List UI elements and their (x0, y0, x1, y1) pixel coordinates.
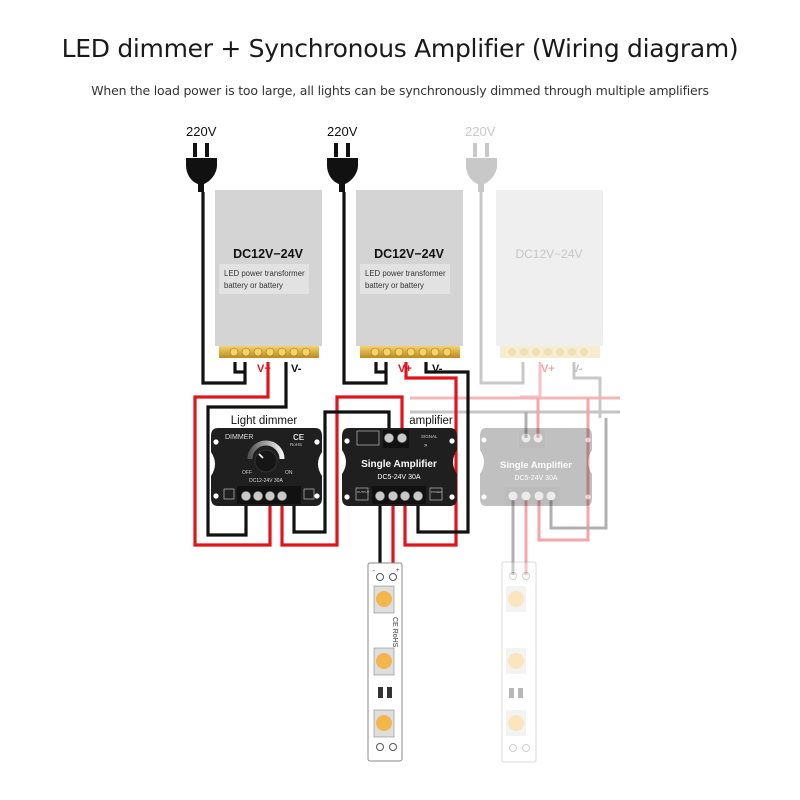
amp1-caption: amplifier (409, 415, 453, 427)
faded-plug-3: 220V (465, 124, 497, 192)
psu2-voltage: DC12V−24V (374, 247, 444, 261)
plug-2: 220V (327, 124, 358, 192)
plug-1: 220V (186, 124, 217, 192)
psu3-voltage: DC12V−24V (515, 247, 582, 261)
strip1-marks: CE RoHS (391, 617, 398, 648)
faded-power-supply-3: DC12V−24V V+ V- (496, 190, 603, 375)
led-chip (376, 591, 392, 607)
ce-mark: CE (293, 433, 305, 442)
strip1-plus: + (396, 568, 400, 574)
power-supply-2: DC12V−24V LED power transformer battery … (356, 190, 463, 375)
psu3-vplus: V+ (541, 363, 555, 375)
mains-label-3: 220V (465, 124, 496, 139)
amplifier-1: amplifier SIGNAL » Single Amplifier DC5-… (342, 415, 457, 506)
faded-plug-icon (466, 158, 497, 192)
dimmer-knob[interactable] (254, 449, 278, 473)
light-dimmer: Light dimmer DIMMER CE RoHS OFF ON DC12-… (211, 415, 322, 506)
amp2-name: Single Amplifier (500, 460, 572, 471)
faded-pwr-neg (549, 418, 608, 530)
amp2-rating: DC5-24V 30A (514, 475, 558, 482)
main-wires (193, 192, 470, 572)
power-plug-icon (186, 158, 217, 192)
power-supply-1: DC12V−24V LED power transformer battery … (215, 190, 322, 375)
psu2-vminus-wire (416, 362, 470, 534)
faded-amplifier-2: Single Amplifier DC5-24V 30A (480, 428, 592, 506)
faded-pwr-pos (537, 398, 590, 542)
amp1-signal-label: SIGNAL (421, 434, 438, 439)
psu2-vminus: V- (432, 363, 443, 375)
psu1-voltage: DC12V−24V (233, 247, 303, 261)
faded-led-strip-2 (501, 561, 537, 763)
mains-wire-1b (233, 362, 245, 374)
dimmer-out-neg-wire (292, 410, 391, 534)
faded-set-3: 220V DC12V−24V V+ V- Single Amplifier DC… (410, 124, 620, 763)
dimmer-rating: DC12-24V 30A (249, 478, 283, 484)
psu3-vminus: V- (572, 363, 583, 375)
dimmer-knob-arc (247, 440, 285, 460)
psu1-desc-2: battery or battery (224, 281, 283, 290)
dimmer-out-pos-wire (280, 395, 404, 547)
mains-wire-2b (374, 362, 386, 374)
diagram-title: LED dimmer + Synchronous Amplifier (Wiri… (61, 34, 739, 63)
led-strip-1: - + CE RoHS (367, 562, 403, 762)
dimmer-on-label: ON (285, 470, 293, 476)
led-chip (376, 653, 392, 669)
psu1-desc-1: LED power transformer (224, 269, 305, 278)
dimmer-brand: DIMMER (225, 434, 253, 441)
faded-wires (410, 192, 620, 575)
rohs-mark: RoHS (290, 442, 302, 447)
amp1-output-label: OUTPUT (357, 490, 370, 494)
diagram-subtitle: When the load power is too large, all li… (91, 83, 709, 98)
psu2-vplus-wire (403, 362, 458, 547)
psu2-vplus: V+ (398, 363, 412, 375)
mains-label-2: 220V (327, 124, 358, 139)
strip1-minus: - (373, 568, 375, 574)
amp1-rating: DC5-24V 30A (377, 474, 421, 481)
power-plug-icon (327, 158, 358, 192)
psu1-vminus: V- (291, 363, 302, 375)
psu1-vminus-wire (206, 362, 288, 537)
mains-label-1: 220V (186, 124, 217, 139)
amp1-name: Single Amplifier (361, 459, 437, 470)
amp1-power-label: POWER (431, 490, 443, 494)
psu2-desc-1: LED power transformer (365, 269, 446, 278)
dimmer-caption: Light dimmer (231, 415, 298, 427)
psu2-desc-2: battery or battery (365, 281, 424, 290)
led-chip (376, 715, 392, 731)
dimmer-off-label: OFF (242, 470, 252, 476)
psu1-vplus: V+ (257, 363, 271, 375)
psu1-vplus-wire (193, 362, 272, 547)
faded-mains-wire (479, 192, 525, 385)
svg-text:»: » (424, 443, 428, 449)
